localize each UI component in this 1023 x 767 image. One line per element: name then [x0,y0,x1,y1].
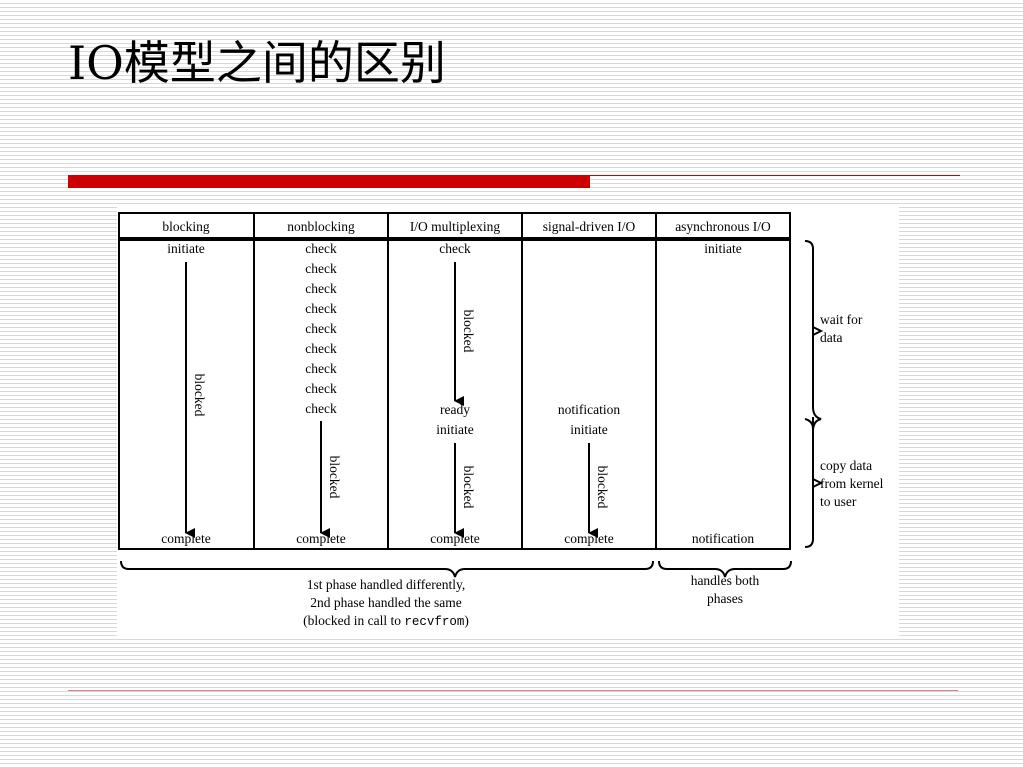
multiplexing-initiate: initiate [436,422,474,437]
nonblocking-check-3: check [305,281,337,296]
wait-brace [804,240,822,432]
footer-left-line-3-code: recvfrom [404,615,464,629]
column-header-asynchronous: asynchronous I/O [675,219,771,234]
blocking-blocked-label: blocked [192,374,207,417]
multiplexing-blocked-label-2: blocked [461,466,476,509]
nonblocking-check-9: check [305,401,337,416]
title-underline-bar [68,175,590,188]
copy-data-label-2: from kernel [820,476,884,491]
footer-right-line-1: handles both [691,573,760,588]
multiplexing-blocked-label-1: blocked [461,310,476,353]
nonblocking-check-7: check [305,361,337,376]
column-header-blocking: blocking [162,219,209,234]
io-models-figure: blocking nonblocking I/O multiplexing si… [118,212,884,629]
wait-brace-tip [812,326,824,336]
signal-initiate: initiate [570,422,608,437]
async-notification: notification [692,531,754,546]
nonblocking-check-2: check [305,261,337,276]
nonblocking-complete: complete [296,531,345,546]
footer-left-line-3: (blocked in call to recvfrom) [303,613,469,629]
nonblocking-check-5: check [305,321,337,336]
nonblocking-check-1: check [305,241,337,256]
phase1-brace [120,560,654,578]
copy-brace-tip [812,478,824,488]
signal-complete: complete [564,531,613,546]
wait-for-data-label-2: data [820,330,843,345]
footer-rule [68,690,958,691]
table-frame [118,212,791,550]
column-header-io-multiplexing: I/O multiplexing [410,219,501,234]
multiplexing-ready: ready [440,402,470,417]
footer-left-line-1: 1st phase handled differently, [307,577,466,592]
nonblocking-check-8: check [305,381,337,396]
nonblocking-blocked-label: blocked [327,456,342,499]
title-underline-rule [590,175,960,176]
async-brace [658,560,792,578]
nonblocking-check-6: check [305,341,337,356]
nonblocking-check-4: check [305,301,337,316]
blocking-complete: complete [161,531,210,546]
copy-data-label-1: copy data [820,458,872,473]
io-models-diagram: blocking nonblocking I/O multiplexing si… [117,207,899,637]
header-rule [119,237,790,241]
column-header-nonblocking: nonblocking [287,219,355,234]
async-initiate: initiate [704,241,742,256]
column-header-signal-driven: signal-driven I/O [543,219,636,234]
blocking-initiate: initiate [167,241,205,256]
footer-left-line-2: 2nd phase handled the same [310,595,461,610]
footer-right-line-2: phases [707,591,743,606]
multiplexing-complete: complete [430,531,479,546]
footer-left-line-3-suffix: ) [464,613,469,628]
copy-data-label-3: to user [820,494,857,509]
copy-brace [804,418,814,548]
wait-for-data-label-1: wait for [820,312,863,327]
multiplexing-check: check [439,241,471,256]
signal-blocked-label: blocked [595,466,610,509]
page-title: IO模型之间的区别 [68,36,446,90]
signal-notification: notification [558,402,620,417]
footer-left-line-3-prefix: (blocked in call to [303,613,404,628]
